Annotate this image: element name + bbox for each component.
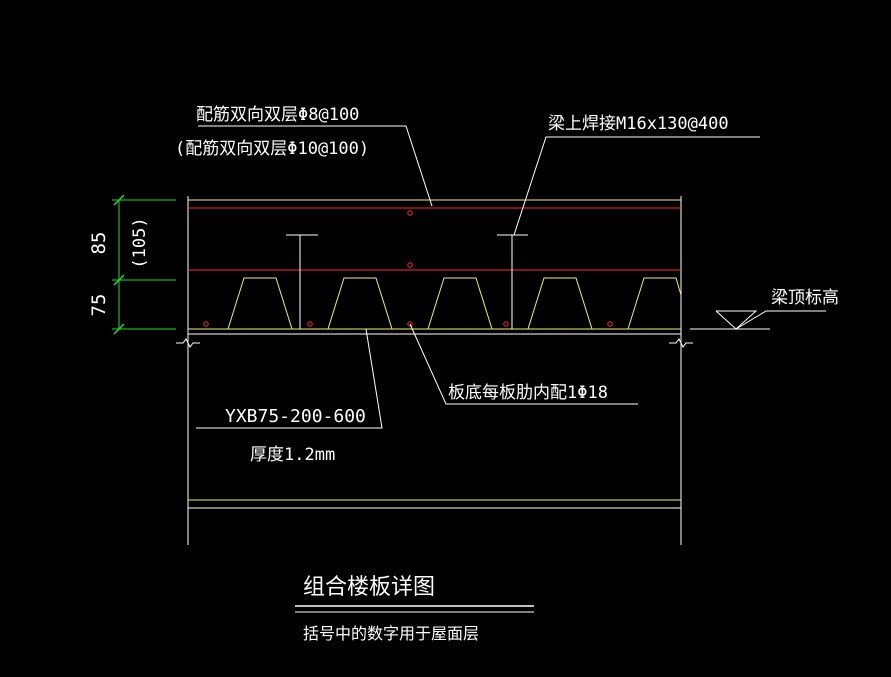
label-deck-thickness: 厚度1.2mm	[250, 445, 335, 465]
rebar-dot	[503, 321, 509, 327]
leader-beam-top-elev	[735, 310, 826, 330]
label-deck-model: YXB75-200-600	[225, 406, 366, 427]
dim-lower-text: 75	[88, 294, 110, 317]
rebar-dot	[203, 321, 209, 327]
steel-deck-profile	[227, 277, 682, 330]
label-top-rebar-roof: (配筋双向双层Φ10@100)	[175, 139, 369, 159]
leader-weld-stud	[513, 136, 760, 236]
label-rib-rebar: 板底每板肋内配1Φ18	[448, 383, 608, 403]
dim-upper-text: 85	[88, 232, 110, 255]
dimension-tick	[113, 194, 125, 206]
leader-rib-rebar	[409, 323, 638, 405]
drawing-title: 组合楼板详图	[303, 575, 435, 600]
dimension-tick	[113, 274, 125, 286]
label-weld-stud: 梁上焊接M16x130@400	[548, 114, 729, 134]
leader-deck-model	[196, 328, 383, 429]
break-mark-left	[176, 338, 200, 348]
rebar-dot	[307, 321, 313, 327]
rebar-dot	[407, 321, 413, 327]
drawing-note: 括号中的数字用于屋面层	[303, 624, 479, 643]
rebar-dot	[607, 321, 613, 327]
rebar-dot	[407, 210, 413, 216]
leader-top-rebar	[198, 125, 433, 207]
rebar-dot	[407, 262, 413, 268]
dimension-tick	[113, 323, 125, 335]
dim-upper-roof-text: (105)	[130, 217, 150, 268]
elevation-triangle-icon	[715, 310, 758, 330]
label-beam-top-elev: 梁顶标高	[771, 288, 839, 308]
break-mark-right	[669, 338, 693, 348]
label-top-rebar: 配筋双向双层Φ8@100	[196, 105, 359, 125]
